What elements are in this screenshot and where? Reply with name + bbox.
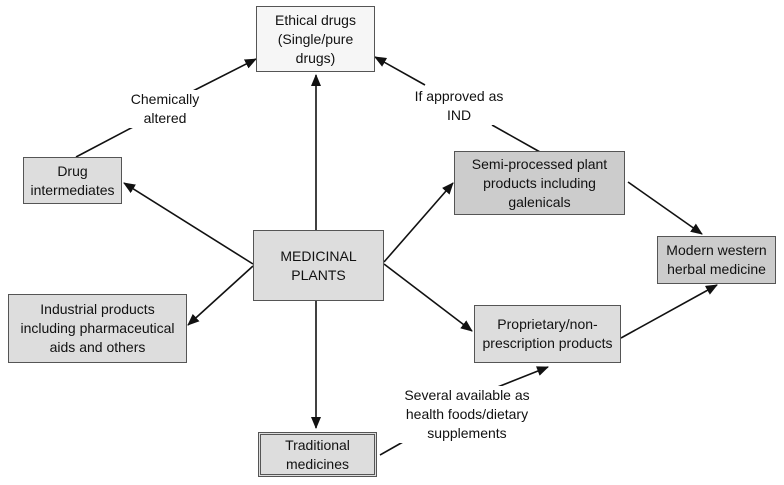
node-drug-intermediates: Drug intermediates	[23, 157, 122, 204]
node-ethical-drugs: Ethical drugs (Single/pure drugs)	[256, 6, 375, 72]
arrow-proprietary-to-modern	[620, 284, 718, 339]
connector-intermediates-to-chemically	[75, 126, 134, 158]
node-modern-western: Modern western herbal medicine	[657, 236, 776, 284]
arrow-plants-to-intermediates	[123, 182, 254, 265]
label-chemically-altered: Chemically altered	[116, 90, 214, 128]
node-proprietary: Proprietary/non- prescription products	[474, 305, 621, 363]
arrow-chemically-to-ethical	[184, 58, 257, 96]
node-medicinal-plants: MEDICINAL PLANTS	[253, 230, 384, 301]
label-if-approved-ind: If approved as IND	[403, 87, 515, 125]
arrow-semi-to-modern	[627, 181, 703, 235]
node-traditional-medicines: Traditional medicines	[258, 432, 377, 477]
arrow-plants-to-industrial	[187, 265, 254, 326]
node-semi-processed: Semi-processed plant products including …	[454, 151, 625, 215]
label-several-available: Several available as health foods/dietar…	[392, 386, 542, 443]
connector-semi-to-approved	[491, 124, 541, 153]
node-industrial-products: Industrial products including pharmaceut…	[8, 294, 187, 363]
arrow-plants-to-semi	[383, 182, 454, 263]
arrow-plants-to-proprietary	[383, 263, 473, 332]
arrow-approved-to-ethical	[374, 56, 426, 86]
